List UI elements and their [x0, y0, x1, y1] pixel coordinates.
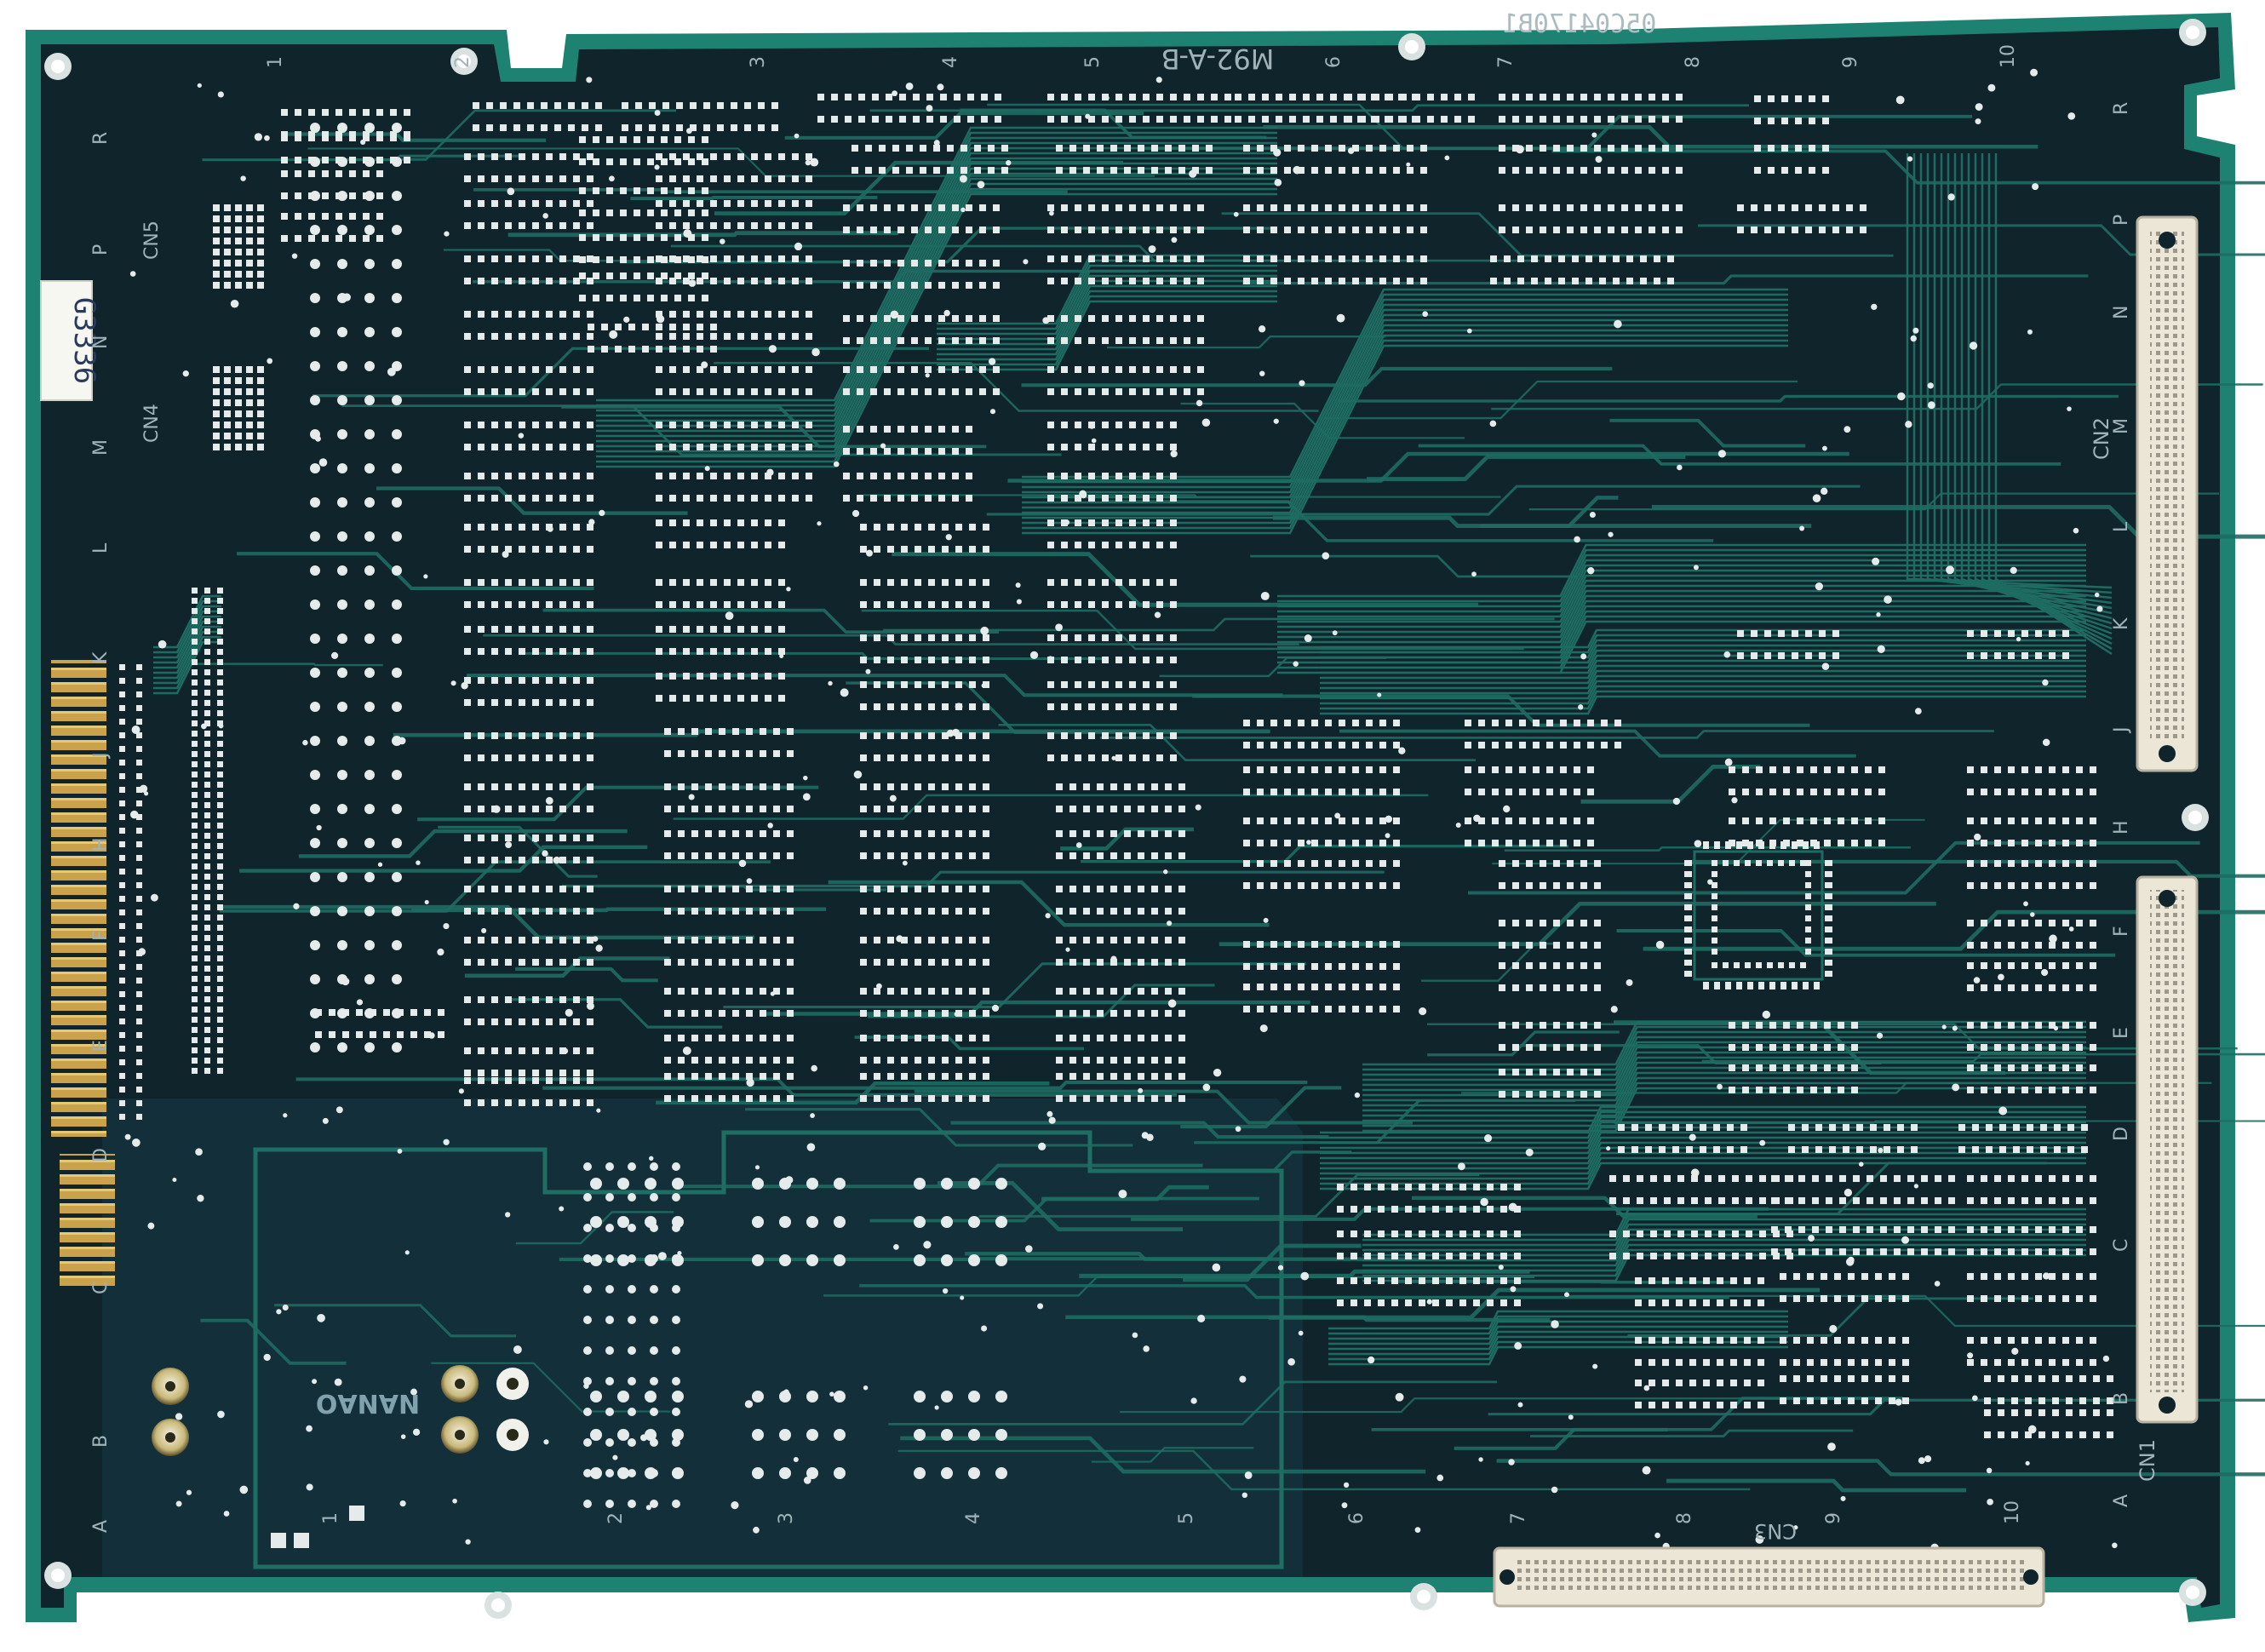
- row-label-left: C: [90, 1282, 112, 1294]
- pcb-code: M92-A-B: [1161, 43, 1275, 75]
- row-label-left: F: [90, 930, 112, 941]
- column-label-bottom: 5: [1176, 1512, 1197, 1524]
- row-labels-right: R P N M L K J H F E D C B A: [2111, 102, 2132, 1507]
- trimmer-pots: [152, 1365, 529, 1456]
- column-label-top: 2: [452, 56, 473, 68]
- row-label-right: N: [2111, 306, 2132, 319]
- column-label-top: 4: [940, 56, 961, 68]
- row-label-right: B: [2111, 1392, 2132, 1405]
- sticker-text: G3336: [67, 297, 101, 384]
- serial-number: 05C04170B1: [1503, 9, 1657, 39]
- edge-connector-gold: [51, 660, 106, 1137]
- column-label-bottom: 9: [1823, 1512, 1844, 1524]
- row-label-left: E: [90, 1040, 112, 1052]
- cn4-label: CN4: [141, 404, 163, 443]
- cn1-label: CN1: [2136, 1439, 2159, 1482]
- column-label-bottom: 1: [320, 1512, 341, 1524]
- column-labels-bottom: 1 2 3 4 5 6 7 8 9 10: [320, 1500, 2023, 1524]
- row-label-left: A: [90, 1520, 112, 1533]
- row-label-right: A: [2111, 1494, 2132, 1507]
- row-label-right: P: [2111, 215, 2132, 226]
- column-label-bottom: 6: [1346, 1512, 1368, 1524]
- column-label-bottom: 2: [605, 1512, 627, 1524]
- column-label-top: 1: [265, 56, 286, 68]
- column-label-bottom: 3: [776, 1512, 797, 1524]
- column-label-top: 6: [1323, 56, 1345, 68]
- row-label-right: C: [2111, 1239, 2132, 1252]
- column-label-bottom: 7: [1508, 1512, 1529, 1524]
- row-label-left: H: [90, 837, 112, 852]
- column-labels-top: 1 2 3 4 5 6 7 8 9 10: [265, 44, 2019, 68]
- row-label-right: L: [2111, 521, 2132, 532]
- row-label-right: J: [2111, 727, 2132, 735]
- cn3-connector: [1493, 1546, 2045, 1608]
- cn5-label: CN5: [141, 221, 163, 260]
- column-label-top: 9: [1840, 56, 1861, 68]
- cn2-connector: [2136, 215, 2199, 772]
- row-labels-left: R P N M L K J H F E D C B A: [90, 132, 112, 1533]
- column-label-top: 3: [748, 56, 769, 68]
- row-label-right: F: [2111, 926, 2132, 937]
- qfp-footprint: [1684, 841, 1832, 989]
- row-label-left: M: [90, 439, 112, 456]
- column-label-top: 10: [1998, 44, 2019, 68]
- row-label-left: K: [90, 651, 112, 664]
- row-label-right: H: [2111, 820, 2132, 835]
- cn3-label: CN3: [1754, 1519, 1797, 1543]
- edge-connector-gold-lower: [60, 1154, 115, 1290]
- row-label-left: R: [90, 132, 112, 145]
- cn2-label: CN2: [2090, 417, 2113, 460]
- column-label-bottom: 10: [2002, 1500, 2023, 1524]
- column-label-bottom: 8: [1674, 1512, 1695, 1524]
- cn1-connector: [2136, 875, 2199, 1424]
- row-label-left: L: [90, 542, 112, 554]
- row-label-right: D: [2111, 1127, 2132, 1141]
- row-label-left: B: [90, 1435, 112, 1448]
- row-label-left: D: [90, 1148, 112, 1162]
- row-label-left: P: [90, 244, 112, 255]
- row-label-right: K: [2111, 617, 2132, 630]
- column-label-top: 5: [1082, 56, 1104, 68]
- row-label-left: N: [90, 336, 112, 349]
- maker-logo: NANAO: [316, 1388, 420, 1418]
- row-label-right: M: [2111, 418, 2132, 434]
- column-label-bottom: 4: [963, 1512, 984, 1524]
- column-label-top: 7: [1495, 56, 1517, 68]
- sticker-label: G3336: [40, 280, 101, 401]
- column-label-top: 8: [1683, 56, 1704, 68]
- row-label-right: E: [2111, 1027, 2132, 1039]
- row-label-right: R: [2111, 102, 2132, 115]
- row-label-left: J: [90, 753, 112, 760]
